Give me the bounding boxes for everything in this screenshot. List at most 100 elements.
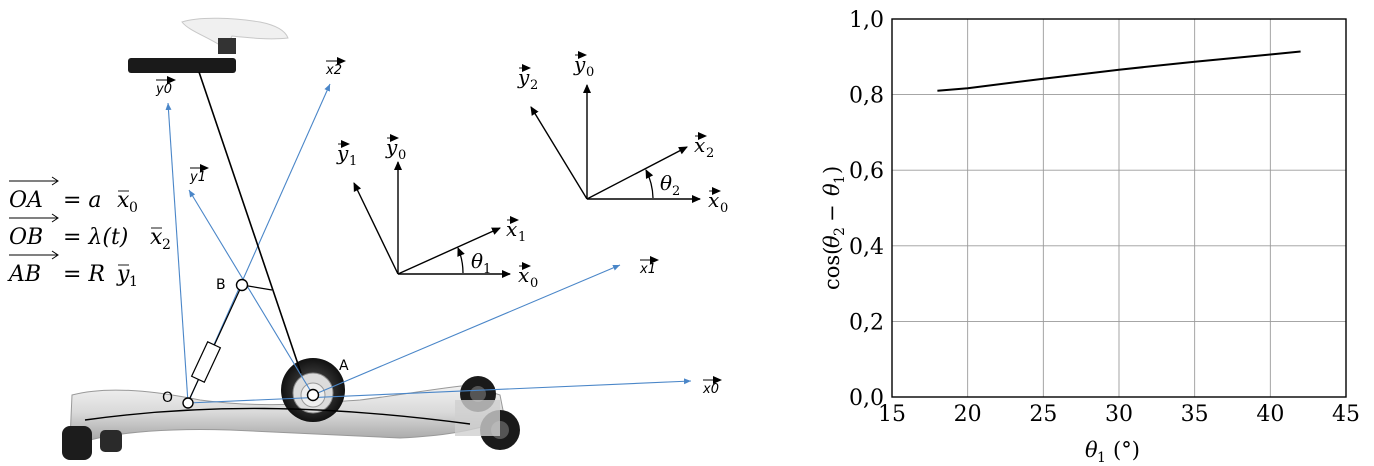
svg-text:1: 1 xyxy=(518,230,526,245)
y-axis-title: cos( θ 2 − θ 1 ) xyxy=(820,166,848,290)
svg-text:x: x xyxy=(518,263,529,287)
svg-text:x1: x1 xyxy=(639,262,656,277)
frame-2-diagram: y 2 y 0 x 2 x 0 θ 2 xyxy=(517,51,728,216)
svg-text:= R: = R xyxy=(63,262,105,287)
blue-frame-lines xyxy=(165,83,692,404)
x-axis-title: θ 1 (°) xyxy=(1085,438,1140,466)
series-line xyxy=(937,50,1301,92)
label-y0-frame2: y 0 xyxy=(573,51,594,80)
svg-text:x0: x0 xyxy=(702,382,719,397)
label-x1-blue: x1 xyxy=(639,256,659,277)
svg-text:AB: AB xyxy=(7,262,41,287)
point-B-marker xyxy=(235,278,249,292)
bike-trainer-diagram: y0 x2 y1 x1 x0 xyxy=(7,17,728,460)
x-tick-label: 45 xyxy=(1332,402,1360,427)
svg-text:0: 0 xyxy=(530,276,538,291)
svg-text:2: 2 xyxy=(672,184,680,199)
point-A-label: A xyxy=(339,358,349,374)
label-x1: x 1 xyxy=(506,216,526,245)
y-tick-label: 1,0 xyxy=(849,8,884,33)
plot-frame xyxy=(891,18,1347,398)
equations: OA = a x 0 OB = λ(t) x 2 AB = R y xyxy=(7,176,171,290)
blue-vector-labels: y0 x2 y1 x1 x0 xyxy=(155,57,722,397)
svg-text:1: 1 xyxy=(1097,450,1106,466)
x-tick-label: 35 xyxy=(1181,402,1209,427)
label-y0-blue: y0 xyxy=(155,76,176,97)
svg-text:0: 0 xyxy=(129,200,138,216)
svg-text:cos(: cos( xyxy=(820,247,844,290)
point-B-label: B xyxy=(216,277,226,293)
x-tick-label: 40 xyxy=(1256,402,1284,427)
label-x0-frame2: x 0 xyxy=(708,187,728,216)
cos-chart: 15 20 25 30 35 40 45 0,0 0,2 0,4 0,6 0,8 1,0 θ 1 (°)… xyxy=(820,8,1360,466)
svg-text:y: y xyxy=(517,65,530,89)
svg-text:OA: OA xyxy=(9,188,43,213)
svg-text:y: y xyxy=(573,52,586,76)
saddle xyxy=(128,17,289,73)
svg-text:2: 2 xyxy=(832,227,848,236)
label-y1-blue: y1 xyxy=(189,164,209,185)
label-y2: y 2 xyxy=(517,64,538,93)
svg-text:y: y xyxy=(116,262,130,287)
svg-text:= a: = a xyxy=(63,188,102,213)
svg-text:x: x xyxy=(506,217,517,241)
svg-text:x: x xyxy=(708,188,719,212)
svg-text:x: x xyxy=(150,225,163,250)
svg-text:θ: θ xyxy=(660,171,672,195)
svg-text:= λ(t): = λ(t) xyxy=(63,225,128,250)
svg-text:x2: x2 xyxy=(325,63,342,78)
point-O-marker xyxy=(182,397,194,409)
svg-text:2: 2 xyxy=(530,78,538,93)
label-theta2: θ 2 xyxy=(660,171,680,199)
svg-text:θ: θ xyxy=(471,249,483,273)
y-tick-label: 0,2 xyxy=(849,310,884,335)
svg-text:2: 2 xyxy=(162,237,171,253)
chart-tick-labels: 15 20 25 30 35 40 45 0,0 0,2 0,4 0,6 0,8 1,0 xyxy=(849,8,1360,427)
svg-text:2: 2 xyxy=(706,146,714,161)
x-tick-label: 15 xyxy=(878,402,906,427)
svg-text:θ: θ xyxy=(820,235,844,248)
svg-text:x: x xyxy=(117,188,130,213)
svg-text:θ: θ xyxy=(820,183,844,196)
y-tick-label: 0,6 xyxy=(849,159,884,184)
equation-OB: OB = λ(t) x 2 xyxy=(9,213,171,253)
x-tick-label: 30 xyxy=(1105,402,1133,427)
label-x2-blue: x2 xyxy=(325,57,346,78)
label-x0-frame1: x 0 xyxy=(518,262,538,291)
y-tick-label: 0,0 xyxy=(849,386,884,411)
svg-text:): ) xyxy=(820,166,844,174)
trainer-base xyxy=(62,376,520,460)
equation-AB: AB = R y 1 xyxy=(7,250,138,290)
chart-grid xyxy=(891,18,1347,398)
svg-text:1: 1 xyxy=(349,154,357,169)
svg-text:0: 0 xyxy=(398,148,406,163)
svg-text:0: 0 xyxy=(720,201,728,216)
svg-text:y0: y0 xyxy=(155,82,172,97)
x-tick-label: 20 xyxy=(954,402,982,427)
chart-series xyxy=(937,50,1301,92)
point-A-marker xyxy=(306,388,320,402)
mechanism-lines xyxy=(84,71,471,425)
label-y0-frame1: y 0 xyxy=(385,134,406,163)
x-tick-label: 25 xyxy=(1029,402,1057,427)
svg-text:−: − xyxy=(820,204,844,222)
svg-text:1: 1 xyxy=(129,274,138,290)
svg-text:0: 0 xyxy=(586,65,594,80)
equation-OA: OA = a x 0 xyxy=(9,176,138,216)
svg-text:θ: θ xyxy=(1085,438,1098,462)
svg-text:x: x xyxy=(694,133,705,157)
svg-text:y1: y1 xyxy=(189,170,206,185)
frame-1-diagram: y 1 y 0 x 1 x 0 θ 1 xyxy=(336,134,538,291)
svg-text:1: 1 xyxy=(832,175,848,184)
y-tick-label: 0,8 xyxy=(849,84,884,109)
svg-text:1: 1 xyxy=(483,262,491,277)
label-theta1: θ 1 xyxy=(471,249,491,277)
svg-text:y: y xyxy=(385,135,398,159)
svg-text:y: y xyxy=(336,141,349,165)
svg-text:(°): (°) xyxy=(1113,438,1140,462)
label-x0-blue: x0 xyxy=(702,376,722,397)
label-y1: y 1 xyxy=(336,140,357,169)
label-x2: x 2 xyxy=(694,132,714,161)
y-tick-label: 0,4 xyxy=(849,235,884,260)
